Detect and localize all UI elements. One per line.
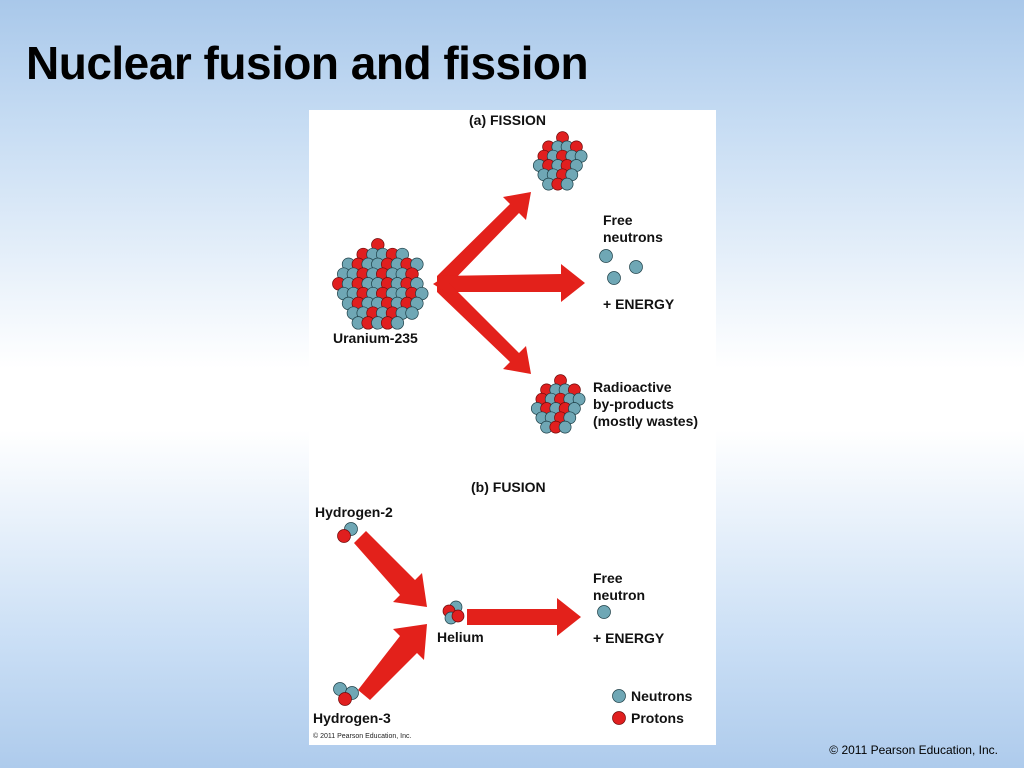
fission-arrow-right xyxy=(437,264,585,302)
figure-svg: (a) FISSION Uranium-235 Free neutrons + … xyxy=(313,112,698,740)
helium-nucleus xyxy=(442,600,465,625)
neutron xyxy=(390,316,405,330)
byproducts-label-line1: Radioactive xyxy=(593,379,672,395)
legend-proton-swatch xyxy=(612,711,626,725)
fusion-arrow-from-hydrogen3 xyxy=(358,624,427,700)
legend-neutron-swatch xyxy=(612,689,626,703)
neutron xyxy=(405,306,419,320)
neutron xyxy=(558,420,572,434)
uranium-nucleus xyxy=(332,238,429,330)
fusion-arrow-from-hydrogen2 xyxy=(354,531,427,607)
fission-fusion-figure: (a) FISSION Uranium-235 Free neutrons + … xyxy=(309,110,716,745)
neutron xyxy=(560,177,574,191)
fission-energy-label: + ENERGY xyxy=(603,296,675,312)
legend: Neutrons Protons xyxy=(612,688,693,726)
proton xyxy=(337,529,351,543)
free-neutron xyxy=(599,249,613,263)
hydrogen2-label: Hydrogen-2 xyxy=(315,504,393,520)
fission-product-nucleus-bottom xyxy=(530,374,586,434)
fusion-arrow-to-products xyxy=(467,598,581,636)
hydrogen3-nucleus xyxy=(333,682,359,706)
fission-arrow-joint xyxy=(433,274,449,294)
byproducts-label-line2: by-products xyxy=(593,396,674,412)
free-neutrons-label-line1: Free xyxy=(603,212,633,228)
fusion-heading: (b) FUSION xyxy=(471,479,546,495)
fusion-energy-label: + ENERGY xyxy=(593,630,665,646)
fusion-arrows xyxy=(354,531,581,700)
free-neutron xyxy=(629,260,643,274)
fission-heading: (a) FISSION xyxy=(469,112,546,128)
legend-neutrons-label: Neutrons xyxy=(631,688,693,704)
fission-arrow-down xyxy=(437,283,531,374)
byproducts-label-line3: (mostly wastes) xyxy=(593,413,698,429)
fission-arrows xyxy=(433,192,585,374)
free-neutron-label-line2: neutron xyxy=(593,587,645,603)
fission-product-nucleus-top xyxy=(532,131,588,191)
free-neutron-label-line1: Free xyxy=(593,570,623,586)
slide-title: Nuclear fusion and fission xyxy=(26,37,589,89)
hydrogen3-label: Hydrogen-3 xyxy=(313,710,391,726)
legend-protons-label: Protons xyxy=(631,710,684,726)
proton xyxy=(338,692,352,706)
helium-label: Helium xyxy=(437,629,484,645)
uranium-label: Uranium-235 xyxy=(333,330,418,346)
hydrogen2-nucleus xyxy=(337,522,358,543)
free-neutrons-label-line2: neutrons xyxy=(603,229,663,245)
fission-arrow-up xyxy=(437,192,531,285)
free-neutron xyxy=(607,271,621,285)
figure-copyright: © 2011 Pearson Education, Inc. xyxy=(313,732,411,740)
slide-copyright: © 2011 Pearson Education, Inc. xyxy=(829,743,998,757)
free-neutrons xyxy=(599,249,643,285)
proton xyxy=(451,609,465,623)
fusion-free-neutron xyxy=(597,605,611,619)
